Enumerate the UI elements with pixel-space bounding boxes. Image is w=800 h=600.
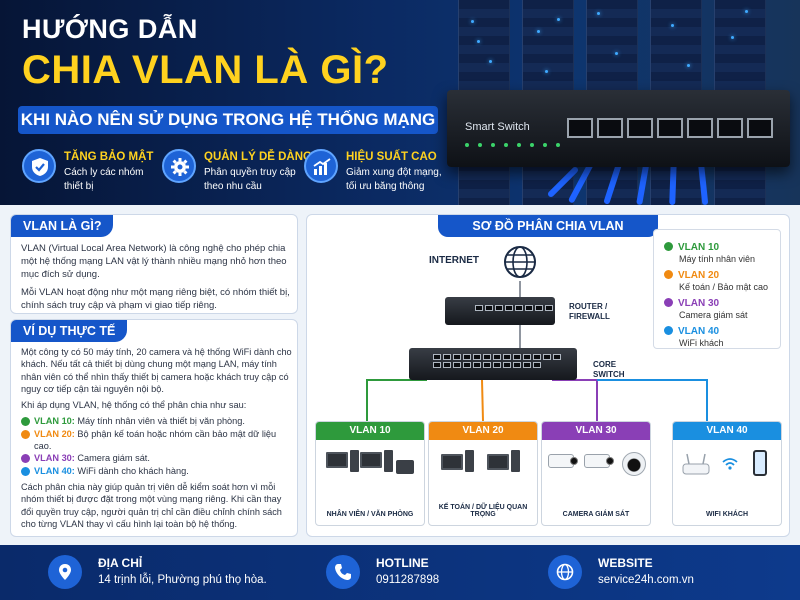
globe-icon [548,555,582,589]
bullet-camera-icon [548,454,578,468]
internet-label: INTERNET [429,255,479,266]
title-line-2: CHIA VLAN LÀ GÌ? [22,48,389,92]
feature-title: HIỆU SUẤT CAO [346,151,437,163]
address-label: ĐỊA CHỈ [98,556,143,570]
hotline-value[interactable]: 0911287898 [376,574,440,586]
panel-title: VÍ DỤ THỰC TẾ [11,320,128,342]
router-label: ROUTER / FIREWALL [569,302,610,321]
vlan-box-footer: NHÂN VIÊN / VĂN PHÒNG [326,511,414,518]
hero-banner: HƯỚNG DẪN CHIA VLAN LÀ GÌ? KHI NÀO NÊN S… [0,0,800,205]
dome-camera-icon [622,452,646,476]
vlan-box-footer: WIFI KHÁCH [706,511,748,518]
website-label: WEBSITE [598,556,653,570]
example-item-vlan40: VLAN 40: WiFi dành cho khách hàng. [21,465,293,477]
hotline-label: HOTLINE [376,556,429,570]
example-panel: VÍ DỤ THỰC TẾ Một công ty có 50 máy tính… [10,319,298,537]
globe-icon [504,246,536,278]
example-para-3: Cách phân chia này giúp quản trị viên dễ… [21,481,282,529]
vlan40-box: VLAN 40 WIFI KHÁCH [672,421,782,526]
example-item-vlan30: VLAN 30: Camera giám sát. [21,452,293,464]
example-para-1: Một công ty có 50 máy tính, 20 camera và… [21,347,292,394]
bullet-camera-icon [584,454,614,468]
address-value: 14 trịnh lỗi, Phường phú thọ hòa. [98,574,267,586]
what-is-para-1: VLAN (Virtual Local Area Network) là côn… [21,243,287,281]
vlan-box-header: VLAN 20 [429,422,537,440]
feature-desc: Giảm xung đột mạng, tối ưu băng thông [346,167,442,192]
chart-up-icon [304,149,338,183]
example-item-vlan10: VLAN 10: Máy tính nhân viên và thiết bị … [21,415,293,427]
legend-item-vlan20: VLAN 20 Kế toán / Bảo mật cao [664,268,779,292]
diagram-title: SƠ ĐỒ PHÂN CHIA VLAN [438,215,658,237]
vlan-box-footer: KẾ TOÁN / DỮ LIỆU QUAN TRỌNG [438,504,528,518]
core-switch-label: CORE SWITCH [593,360,625,379]
legend-item-vlan30: VLAN 30 Camera giám sát [664,296,779,320]
subtitle-banner: KHI NÀO NÊN SỬ DỤNG TRONG HỆ THỐNG MẠNG [18,106,438,134]
gear-icon [162,149,196,183]
example-para-2: Khi áp dụng VLAN, hệ thống có thể phân c… [21,400,247,411]
feature-title: QUẢN LÝ DỄ DÀNG [204,151,312,163]
vlan-diagram-panel: SƠ ĐỒ PHÂN CHIA VLAN INTERNET ROUTER / F… [306,214,790,537]
title-line-1: HƯỚNG DẪN [22,14,198,44]
legend-item-vlan10: VLAN 10 Máy tính nhân viên [664,240,779,264]
what-is-para-2: Mỗi VLAN hoạt động như một mạng riêng bi… [21,286,290,311]
core-switch-device [409,348,577,380]
wifi-signal-icon [722,458,738,470]
switch-label: Smart Switch [465,121,530,133]
vlan-box-footer: CAMERA GIÁM SÁT [562,511,630,518]
vlan-box-header: VLAN 40 [673,422,781,440]
phone-icon [326,555,360,589]
vlan-legend: VLAN 10 Máy tính nhân viên VLAN 20 Kế to… [653,229,781,349]
smart-switch-image: Smart Switch [447,90,790,167]
wifi-router-icon [682,453,710,475]
vlan10-box: VLAN 10 NHÂN VIÊN / VĂN PHÒNG [315,421,425,526]
what-is-vlan-panel: VLAN LÀ GÌ? VLAN (Virtual Local Area Net… [10,214,298,314]
shield-check-icon [22,149,56,183]
location-pin-icon [48,555,82,589]
vlan20-box: VLAN 20 KẾ TOÁN / DỮ LIỆU QUAN TRỌNG [428,421,538,526]
website-link[interactable]: service24h.com.vn [598,574,694,586]
feature-title: TĂNG BẢO MẬT [64,151,154,163]
feature-desc: Cách ly các nhóm thiết bị [64,167,144,192]
diagram-lines [366,281,708,422]
vlan30-box: VLAN 30 CAMERA GIÁM SÁT [541,421,651,526]
vlan-box-header: VLAN 30 [542,422,650,440]
contact-footer: ĐỊA CHỈ 14 trịnh lỗi, Phường phú thọ hòa… [0,545,800,600]
vlan-box-header: VLAN 10 [316,422,424,440]
printer-icon [396,460,414,474]
example-item-vlan20: VLAN 20: Bộ phận kế toán hoặc nhóm cần b… [21,428,293,453]
feature-desc: Phân quyền truy cập theo nhu cầu [204,167,296,192]
smartphone-icon [753,450,767,476]
legend-item-vlan40: VLAN 40 WiFi khách [664,324,779,348]
panel-title: VLAN LÀ GÌ? [11,215,114,237]
router-firewall-device [445,297,555,325]
